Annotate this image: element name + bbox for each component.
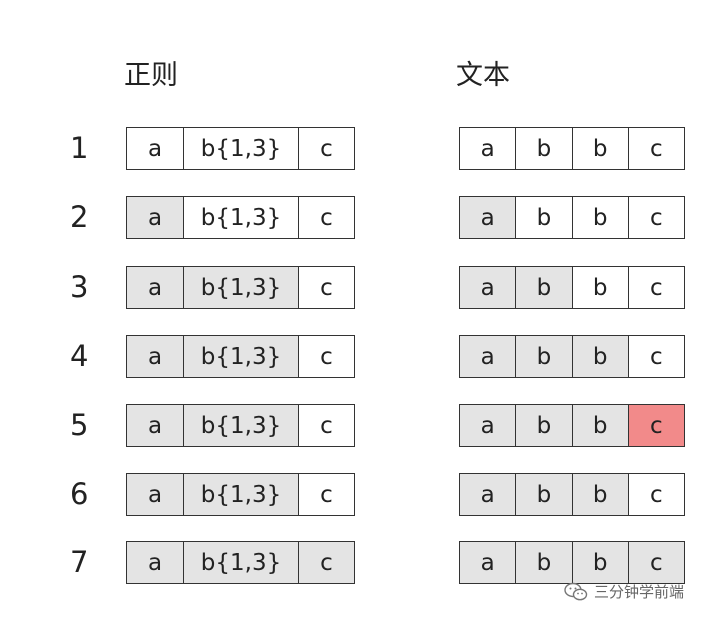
step-number: 5 [70,408,89,442]
text-char-cell: b [516,128,573,169]
text-char-cell: a [460,474,517,515]
step-number: 1 [70,131,89,165]
regex-token-cell: c [299,474,354,515]
text-char-cell: c [628,336,684,377]
regex-token-cell: b{1,3} [184,336,299,377]
text-char-cell: a [460,542,517,583]
text-char-cell: a [460,405,517,446]
regex-token-cell: c [299,197,354,238]
text-char-cell: b [516,542,573,583]
text-char-cell: b [516,336,573,377]
text-char-cell: b [516,197,573,238]
regex-token-cell: a [127,542,184,583]
text-char-cell: c [628,267,684,308]
text-char-cell: b [572,542,629,583]
text-char-cell: a [460,197,517,238]
text-char-cell: b [516,474,573,515]
regex-token-cell: b{1,3} [184,405,299,446]
text-char-cell: a [460,267,517,308]
regex-token-cell: a [127,267,184,308]
regex-token-cell: c [299,542,354,583]
text-char-cell: b [572,336,629,377]
text-column-header: 文本 [456,60,510,91]
regex-token-cell: c [299,267,354,308]
regex-token-cell: a [127,405,184,446]
regex-token-cell: b{1,3} [184,267,299,308]
regex-token-cell: b{1,3} [184,197,299,238]
text-char-cell: b [516,405,573,446]
regex-token-cell: b{1,3} [184,542,299,583]
regex-token-cell: a [127,474,184,515]
text-char-cell: b [572,267,629,308]
regex-token-cell: b{1,3} [184,474,299,515]
text-char-cell: b [572,474,629,515]
text-char-cell: b [572,405,629,446]
text-char-cell: a [460,128,517,169]
regex-token-cell: a [127,197,184,238]
text-char-cell: b [572,128,629,169]
regex-token-cell: c [299,336,354,377]
regex-token-cell: c [299,128,354,169]
step-number: 3 [70,270,89,304]
wechat-icon [564,582,588,600]
text-char-cell: c [628,542,684,583]
text-char-cell: b [572,197,629,238]
regex-token-cell: b{1,3} [184,128,299,169]
regex-token-cell: c [299,405,354,446]
text-char-cell: c [628,405,684,446]
text-char-cell: c [628,197,684,238]
regex-token-cell: a [127,336,184,377]
regex-column-header: 正则 [124,60,178,91]
regex-token-cell: a [127,128,184,169]
watermark-text: 三分钟学前端 [594,583,685,601]
text-char-cell: c [628,474,684,515]
text-char-cell: b [516,267,573,308]
step-number: 4 [70,339,89,373]
text-char-cell: a [460,336,517,377]
step-number: 2 [70,200,89,234]
step-number: 7 [70,545,89,579]
text-char-cell: c [628,128,684,169]
step-number: 6 [70,477,89,511]
watermark: 三分钟学前端 [564,581,684,602]
